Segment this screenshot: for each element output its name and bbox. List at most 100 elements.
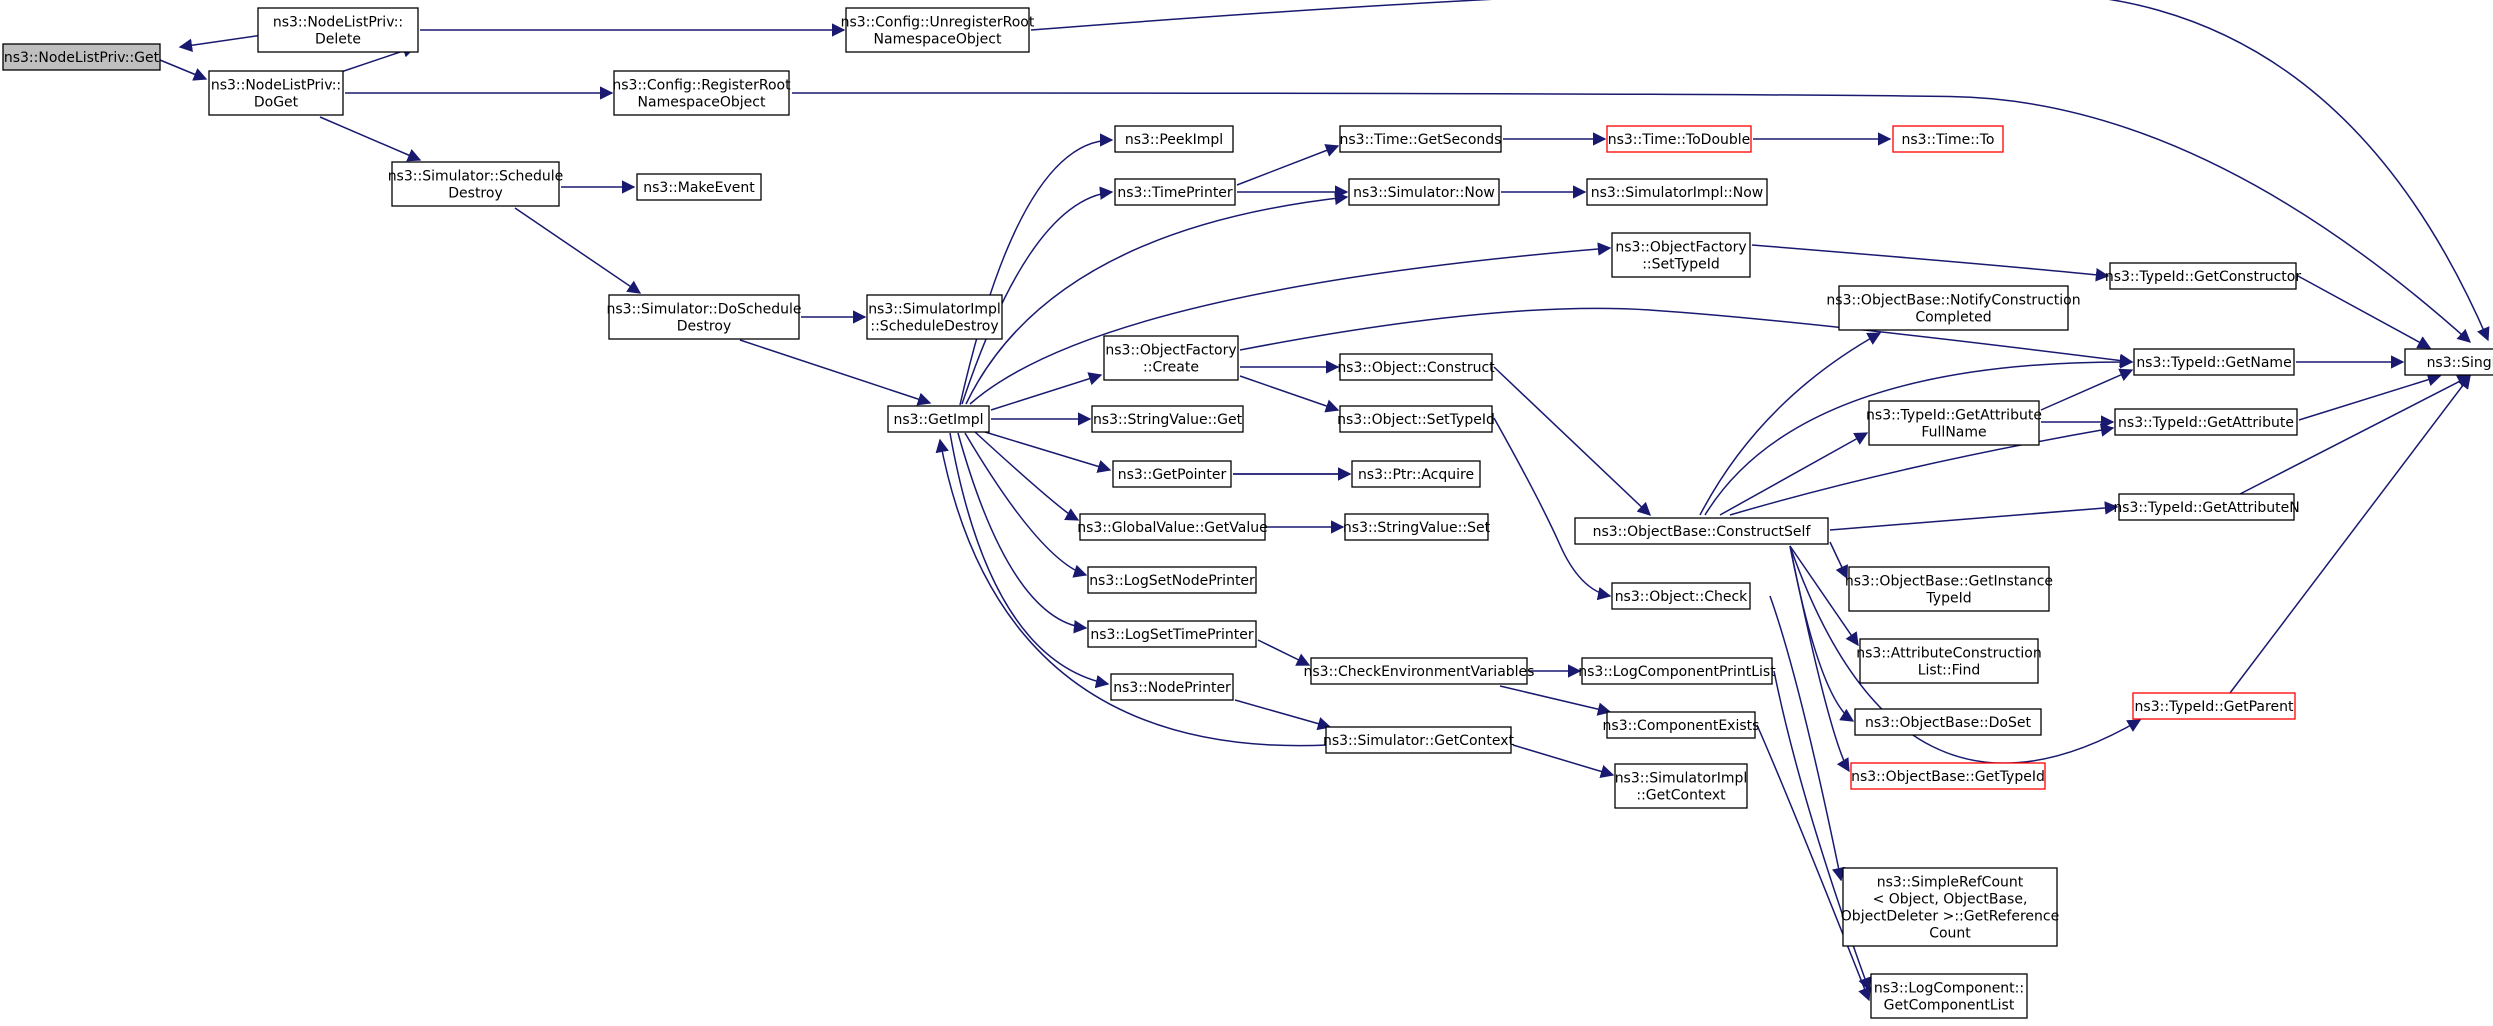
graph-node-label-n47-line-0: ns3::SimulatorImpl [1615, 771, 1748, 787]
graph-node-n19[interactable]: ns3::ObjectFactory::Create [1103, 335, 1239, 381]
edge-n32-to-n33 [1829, 501, 2119, 531]
graph-node-n1[interactable]: ns3::NodeListPriv::Delete [257, 7, 419, 53]
graph-node-n29[interactable]: ns3::Ptr::Acquire [1351, 460, 1481, 488]
graph-node-box-n10 [1114, 125, 1234, 153]
graph-node-n34[interactable]: ns3::LogSetNodePrinter [1087, 566, 1257, 594]
graph-node-n27[interactable]: ns3::TypeId::GetAttribute [2114, 408, 2298, 436]
edge-n36-to-n48 [1769, 595, 1846, 882]
graph-node-n14[interactable]: ns3::Time::To [1892, 125, 2004, 153]
graph-node-n12[interactable]: ns3::Time::GetSeconds [1339, 125, 1502, 153]
graph-node-label-n4-line-1: NamespaceObject [638, 95, 766, 111]
graph-node-n33[interactable]: ns3::TypeId::GetAttributeN [2113, 493, 2300, 521]
graph-node-label-n3-line-1: NamespaceObject [874, 32, 1002, 48]
graph-node-n22[interactable]: ns3::TypeId::GetName [2133, 348, 2295, 376]
graph-node-n40[interactable]: ns3::LogComponentPrintList [1578, 657, 1776, 685]
graph-node-n23[interactable]: ns3::Singleton::Get [2404, 348, 2493, 376]
graph-node-box-n29 [1351, 460, 1481, 488]
edge-n42-to-n23 [2229, 374, 2471, 694]
graph-node-label-n28-line-0: ns3::GetPointer [1118, 467, 1227, 483]
graph-node-n49[interactable]: ns3::LogComponent::GetComponentList [1870, 973, 2028, 1019]
edge-n18-to-n23 [2297, 275, 2432, 349]
graph-node-n45[interactable]: ns3::Simulator::GetContext [1323, 726, 1515, 754]
graph-node-n11[interactable]: ns3::TimePrinter [1114, 178, 1236, 206]
edge-n9-to-n30 [974, 431, 1080, 521]
graph-node-box-n0 [2, 43, 161, 71]
graph-node-n32[interactable]: ns3::ObjectBase::ConstructSelf [1574, 517, 1829, 545]
graph-node-box-n43 [1606, 711, 1756, 739]
edge-n11-to-n12 [1236, 144, 1340, 186]
graph-node-box-n3 [845, 7, 1030, 53]
graph-node-label-n19-line-1: ::Create [1143, 360, 1199, 376]
graph-node-n24[interactable]: ns3::StringValue::Get [1091, 405, 1244, 433]
graph-node-n18[interactable]: ns3::TypeId::GetConstructor [2105, 262, 2301, 290]
graph-node-label-n4-line-0: ns3::Config::RegisterRoot [612, 78, 791, 94]
graph-node-label-n17-line-1: ::SetTypeId [1642, 257, 1720, 273]
graph-node-box-n5 [391, 161, 560, 207]
graph-node-box-n35 [1848, 566, 2050, 612]
graph-node-n3[interactable]: ns3::Config::UnregisterRootNamespaceObje… [841, 7, 1035, 53]
graph-node-n39[interactable]: ns3::CheckEnvironmentVariables [1304, 657, 1535, 685]
graph-node-n21[interactable]: ns3::ObjectBase::NotifyConstructionCompl… [1826, 285, 2081, 331]
graph-node-n15[interactable]: ns3::Simulator::Now [1348, 178, 1500, 206]
graph-node-n47[interactable]: ns3::SimulatorImpl::GetContext [1614, 763, 1748, 809]
graph-node-n25[interactable]: ns3::Object::SetTypeId [1337, 405, 1495, 433]
graph-node-n9[interactable]: ns3::GetImpl [887, 405, 990, 433]
graph-node-n20[interactable]: ns3::Object::Construct [1337, 353, 1495, 381]
graph-node-label-n39-line-0: ns3::CheckEnvironmentVariables [1304, 664, 1535, 680]
graph-node-n31[interactable]: ns3::StringValue::Set [1343, 513, 1491, 541]
graph-node-n48[interactable]: ns3::SimpleRefCount< Object, ObjectBase,… [1841, 867, 2059, 947]
graph-node-label-n14-line-0: ns3::Time::To [1902, 132, 1995, 148]
graph-node-label-n5-line-1: Destroy [448, 186, 502, 202]
graph-node-box-n18 [2109, 262, 2297, 290]
graph-node-box-n32 [1574, 517, 1829, 545]
graph-node-box-n41 [1110, 673, 1234, 701]
graph-node-n13[interactable]: ns3::Time::ToDouble [1606, 125, 1752, 153]
graph-node-label-n9-line-0: ns3::GetImpl [893, 412, 983, 428]
graph-node-box-n40 [1581, 657, 1773, 685]
graph-node-label-n21-line-0: ns3::ObjectBase::NotifyConstruction [1826, 293, 2080, 309]
graph-node-box-n6 [636, 173, 762, 201]
graph-node-n16[interactable]: ns3::SimulatorImpl::Now [1586, 178, 1768, 206]
edge-n32-to-n35 [1829, 541, 1848, 580]
graph-node-n41[interactable]: ns3::NodePrinter [1110, 673, 1234, 701]
graph-node-n17[interactable]: ns3::ObjectFactory::SetTypeId [1611, 232, 1751, 278]
graph-node-n42[interactable]: ns3::TypeId::GetParent [2132, 692, 2296, 720]
graph-node-box-n22 [2133, 348, 2295, 376]
graph-node-n36[interactable]: ns3::Object::Check [1611, 582, 1751, 610]
graph-node-n0[interactable]: ns3::NodeListPriv::Get [2, 43, 161, 71]
graph-node-n8[interactable]: ns3::SimulatorImpl::ScheduleDestroy [866, 294, 1003, 340]
edge-n45-to-n47 [1512, 744, 1615, 778]
graph-node-n6[interactable]: ns3::MakeEvent [636, 173, 762, 201]
graph-node-label-n26-line-0: ns3::TypeId::GetAttribute [1866, 408, 2042, 424]
graph-node-label-n42-line-0: ns3::TypeId::GetParent [2135, 699, 2294, 715]
edge-n32-to-n42 [1789, 545, 2142, 764]
graph-node-n37[interactable]: ns3::LogSetTimePrinter [1087, 620, 1257, 648]
graph-node-label-n29-line-0: ns3::Ptr::Acquire [1358, 467, 1474, 483]
graph-node-n30[interactable]: ns3::GlobalValue::GetValue [1077, 513, 1268, 541]
graph-node-box-n11 [1114, 178, 1236, 206]
graph-node-box-n17 [1611, 232, 1751, 278]
graph-node-box-n38 [1859, 638, 2039, 684]
graph-node-n10[interactable]: ns3::PeekImpl [1114, 125, 1234, 153]
graph-node-n2[interactable]: ns3::NodeListPriv::DoGet [208, 70, 344, 116]
edge-n17-to-n18 [1751, 244, 2110, 282]
graph-node-n28[interactable]: ns3::GetPointer [1112, 460, 1232, 488]
graph-node-n44[interactable]: ns3::ObjectBase::DoSet [1854, 708, 2042, 736]
graph-node-n46[interactable]: ns3::ObjectBase::GetTypeId [1850, 762, 2046, 790]
graph-node-box-n23 [2404, 348, 2493, 376]
graph-node-n43[interactable]: ns3::ComponentExists [1603, 711, 1760, 739]
edge-n19-to-n22 [1239, 307, 2134, 368]
edge-n45-to-n9 [935, 438, 1329, 747]
graph-node-n5[interactable]: ns3::Simulator::ScheduleDestroy [388, 161, 564, 207]
graph-node-box-n39 [1310, 657, 1528, 685]
graph-node-label-n46-line-0: ns3::ObjectBase::GetTypeId [1851, 769, 2045, 785]
graph-node-label-n0-line-0: ns3::NodeListPriv::Get [4, 50, 160, 66]
graph-node-box-n20 [1339, 353, 1493, 381]
graph-node-label-n30-line-0: ns3::GlobalValue::GetValue [1077, 520, 1267, 536]
graph-node-label-n8-line-1: ::ScheduleDestroy [870, 319, 998, 335]
